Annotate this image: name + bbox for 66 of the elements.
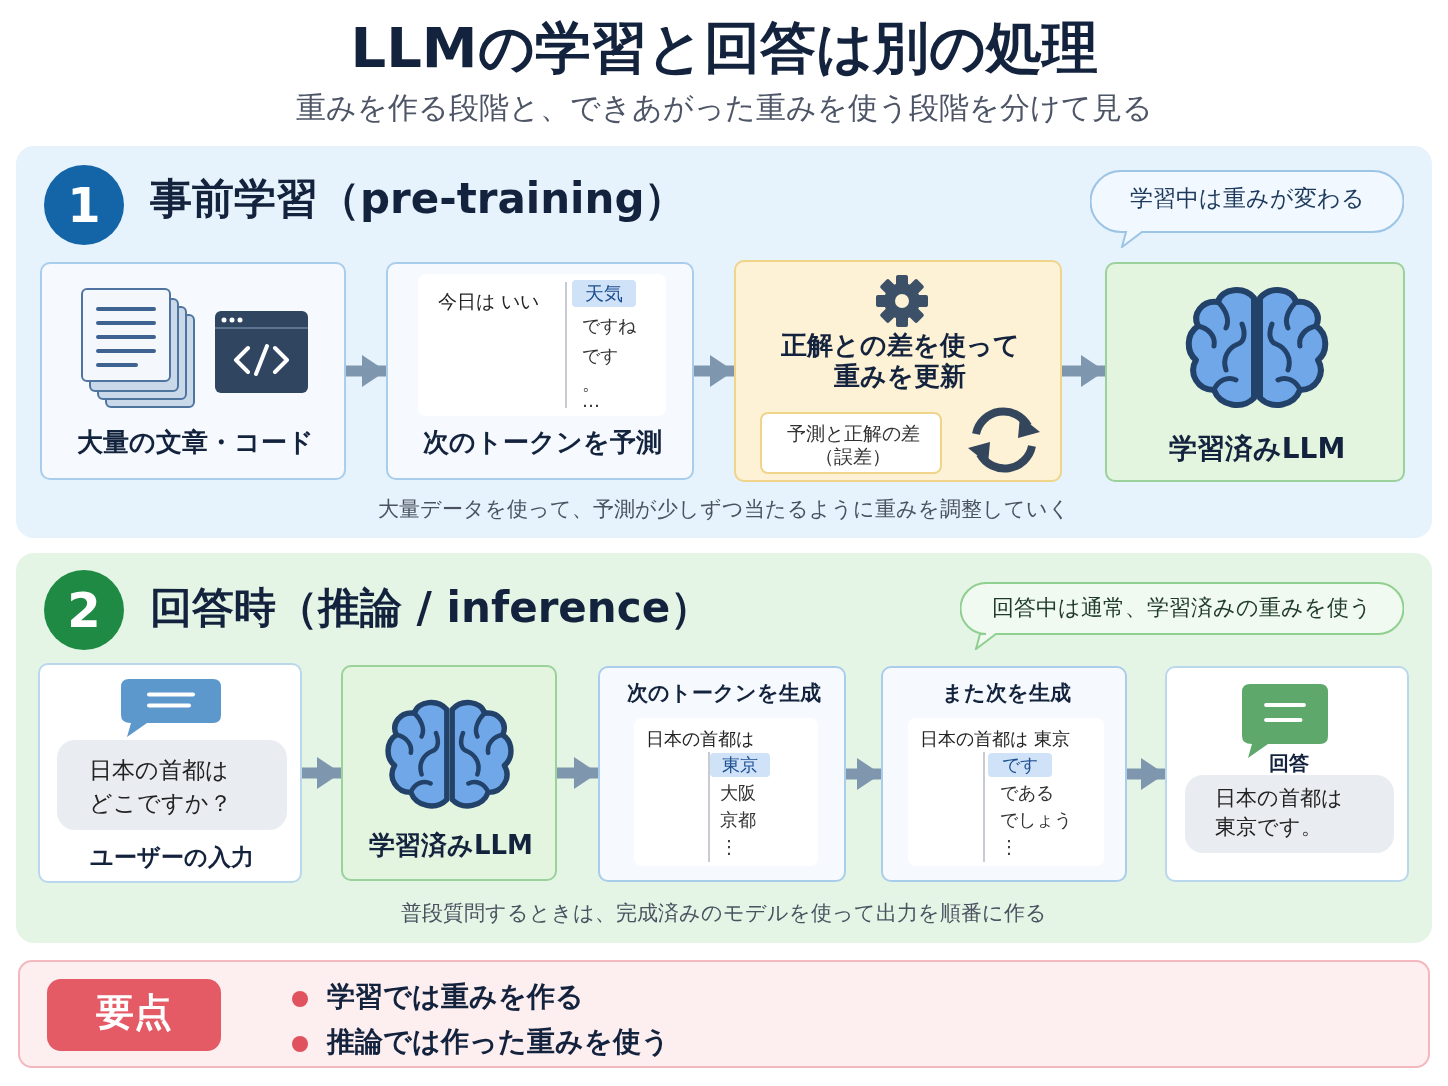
process-box (38, 663, 302, 883)
section-note: 大量データを使って、予測が少しずつ当たるように重みを調整していく (377, 497, 1071, 523)
box-label: 回答 (1268, 751, 1310, 775)
arrow (346, 355, 386, 387)
model-box (1105, 262, 1405, 482)
token-text: 。 (582, 373, 601, 395)
callout-text: 学習中は重みが変わる (1128, 185, 1366, 213)
box-label: 次のトークンを予測 (421, 427, 663, 459)
section-heading: 事前学習（pre-training） (150, 174, 688, 225)
token-text: 今日は いい (438, 290, 541, 313)
highlighted-token: 天気 (572, 280, 636, 307)
section-panel (16, 553, 1432, 943)
bubble-text: 日本の首都は東京です。 (1215, 785, 1344, 842)
speech-callout (960, 582, 1404, 650)
token-card (634, 718, 818, 866)
note-text: 予測と正解の差（誤差） (785, 422, 921, 468)
box-label: ユーザーの入力 (89, 844, 255, 872)
box-label: 大量の文章・コード (75, 427, 315, 459)
bullet-text: 学習では重みを作る (327, 980, 585, 1014)
process-box (40, 262, 346, 480)
title: LLMの学習と回答は別の処理 (349, 14, 1099, 82)
number-badge: 1 (44, 165, 124, 245)
box-label: 正解との差を使って重みを更新 (779, 330, 1021, 393)
token-text: である (1000, 782, 1055, 804)
section-heading: 回答時（推論 / inference） (150, 583, 714, 634)
token-text: 京都 (720, 809, 757, 831)
summary-panel (18, 960, 1430, 1068)
token-text: 日本の首都は (646, 728, 755, 750)
token-text: です (582, 345, 619, 367)
process-box (1165, 666, 1409, 882)
number-badge: 2 (44, 570, 124, 650)
bullet-text: 推論では作った重みを使う (327, 1025, 671, 1059)
arrow (302, 757, 341, 789)
highlighted-token: です (988, 753, 1052, 777)
box-label: 学習済みLLM (1167, 432, 1347, 466)
arrow (1062, 355, 1105, 387)
box-label: 学習済みLLM (368, 830, 534, 862)
box-heading: また次を生成 (940, 681, 1072, 707)
highlighted-token: 東京 (710, 753, 770, 777)
callout-text: 回答中は通常、学習済みの重みを使う (991, 595, 1373, 622)
token-text: ですね (582, 315, 637, 337)
speech-callout (1090, 170, 1404, 248)
badge-text: 要点 (95, 990, 173, 1036)
arrow (694, 355, 734, 387)
process-box (386, 262, 694, 480)
label-badge (47, 979, 221, 1051)
token-text: でしょう (1000, 809, 1073, 831)
token-card (418, 274, 666, 416)
process-box (734, 260, 1062, 482)
note-box (760, 412, 942, 474)
arrow (1127, 758, 1165, 790)
subtitle: 重みを作る段階と、できあがった重みを使う段階を分けて見る (294, 90, 1154, 126)
process-box (598, 666, 846, 882)
token-text: ⋮ (1000, 836, 1019, 858)
arrow (557, 757, 598, 789)
box-heading: 次のトークンを生成 (626, 681, 822, 707)
section-note: 普段質問するときは、完成済みのモデルを使って出力を順番に作る (400, 901, 1048, 927)
token-text: ⋮ (720, 836, 739, 858)
section-panel (16, 146, 1432, 538)
arrow (846, 758, 881, 790)
bubble-text: 日本の首都はどこですか？ (89, 756, 233, 819)
model-box (341, 665, 557, 881)
process-box (881, 666, 1127, 882)
token-text: 日本の首都は 東京 (920, 728, 1071, 750)
token-card (908, 718, 1104, 866)
token-text: 大阪 (720, 782, 757, 804)
